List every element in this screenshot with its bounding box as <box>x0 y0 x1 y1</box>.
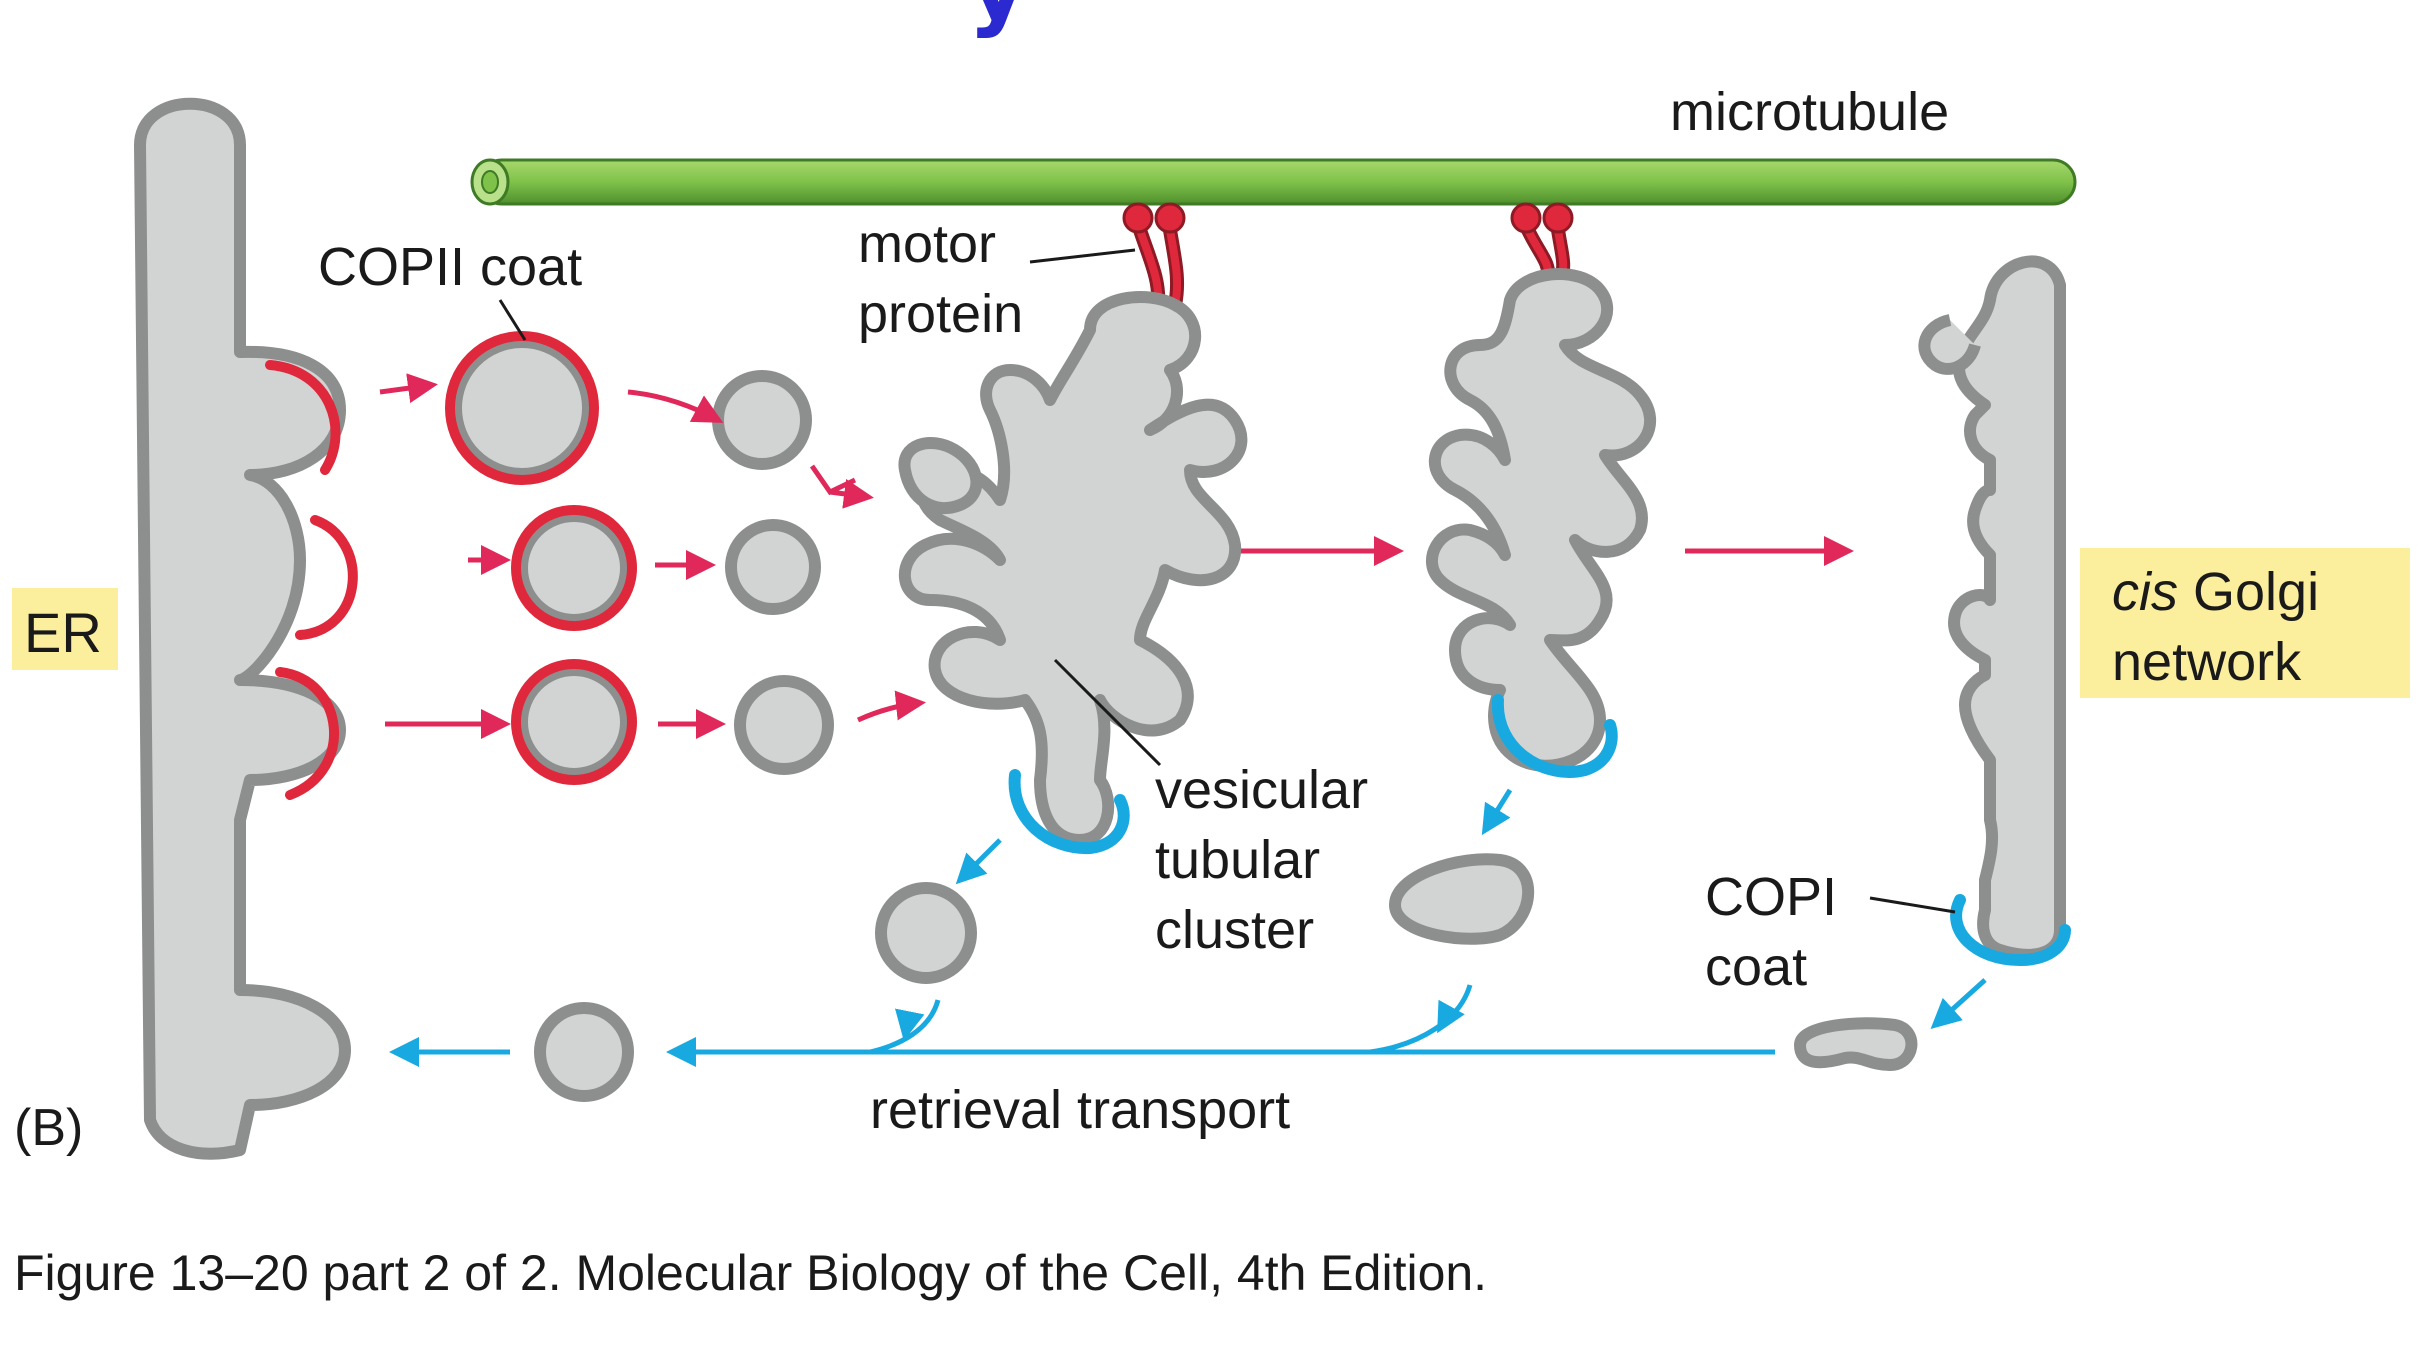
retrieval-vesicles <box>534 853 1918 1102</box>
vesicular-label-line2: tubular <box>1155 830 1320 890</box>
vesicular-label-line3: cluster <box>1155 900 1314 960</box>
cis-golgi-italic: cis <box>2112 562 2178 622</box>
motor-protein-label-line1: motor <box>858 214 996 274</box>
motor-protein-2 <box>1510 202 1574 280</box>
vesicular-label-line1: vesicular <box>1155 760 1368 820</box>
er-label: ER <box>24 601 102 664</box>
retrieval-arrows <box>389 788 1987 1067</box>
copi-coat-label-line2: coat <box>1705 937 1807 997</box>
er-label-highlight <box>12 588 118 670</box>
copii-leader-line <box>498 299 527 341</box>
anterograde-arrows <box>379 373 1854 739</box>
uncoated-vesicles <box>712 370 834 775</box>
figure-caption: Figure 13–20 part 2 of 2. Molecular Biol… <box>14 1245 1487 1301</box>
cis-golgi-label-highlight <box>2080 548 2410 698</box>
cis-golgi-label-line1: cis Golgi <box>2112 562 2319 622</box>
cis-golgi-label-line2: network <box>2112 632 2302 692</box>
copii-coat-label: COPII coat <box>318 237 582 297</box>
motor-protein-label-line2: protein <box>858 284 1023 344</box>
er-membrane <box>134 97 358 1160</box>
copi-leader-line <box>1869 896 1956 914</box>
cis-golgi-rest: Golgi <box>2178 562 2319 622</box>
panel-label: (B) <box>14 1099 83 1157</box>
vesicular-leader-line <box>1053 658 1162 767</box>
microtubule-label: microtubule <box>1670 82 1949 142</box>
vesicular-tubular-cluster-1 <box>898 291 1248 855</box>
microtubule <box>470 158 2077 206</box>
copi-coat-label-line1: COPI <box>1705 867 1837 927</box>
retrieval-transport-label: retrieval transport <box>870 1080 1290 1140</box>
motor-protein <box>1122 202 1186 307</box>
motor-protein-leader-line <box>1029 248 1136 264</box>
vesicular-tubular-cluster-2 <box>1426 268 1657 778</box>
copii-vesicles <box>445 331 637 785</box>
heading-fragment: y <box>968 0 1028 40</box>
cis-golgi-network <box>1918 255 2071 967</box>
